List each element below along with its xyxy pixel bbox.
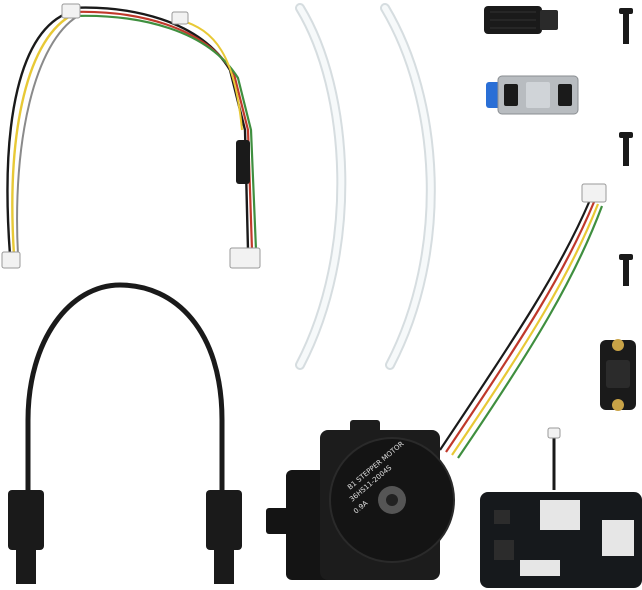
rubber-plug-icon [484,6,558,34]
extruder-motor-icon: B1 STEPPER MOTOR 36HS11-2004S 0.9A [266,420,455,580]
sensor-cable-icon [439,183,607,459]
pneumatic-coupler-icon [486,75,579,115]
button-module-icon [600,339,636,411]
screw-icon [619,8,633,286]
control-board-icon [480,427,642,588]
wire-harness-icon [1,3,261,269]
looped-cable-icon [8,282,242,584]
ptfe-tube-icon [295,3,436,370]
